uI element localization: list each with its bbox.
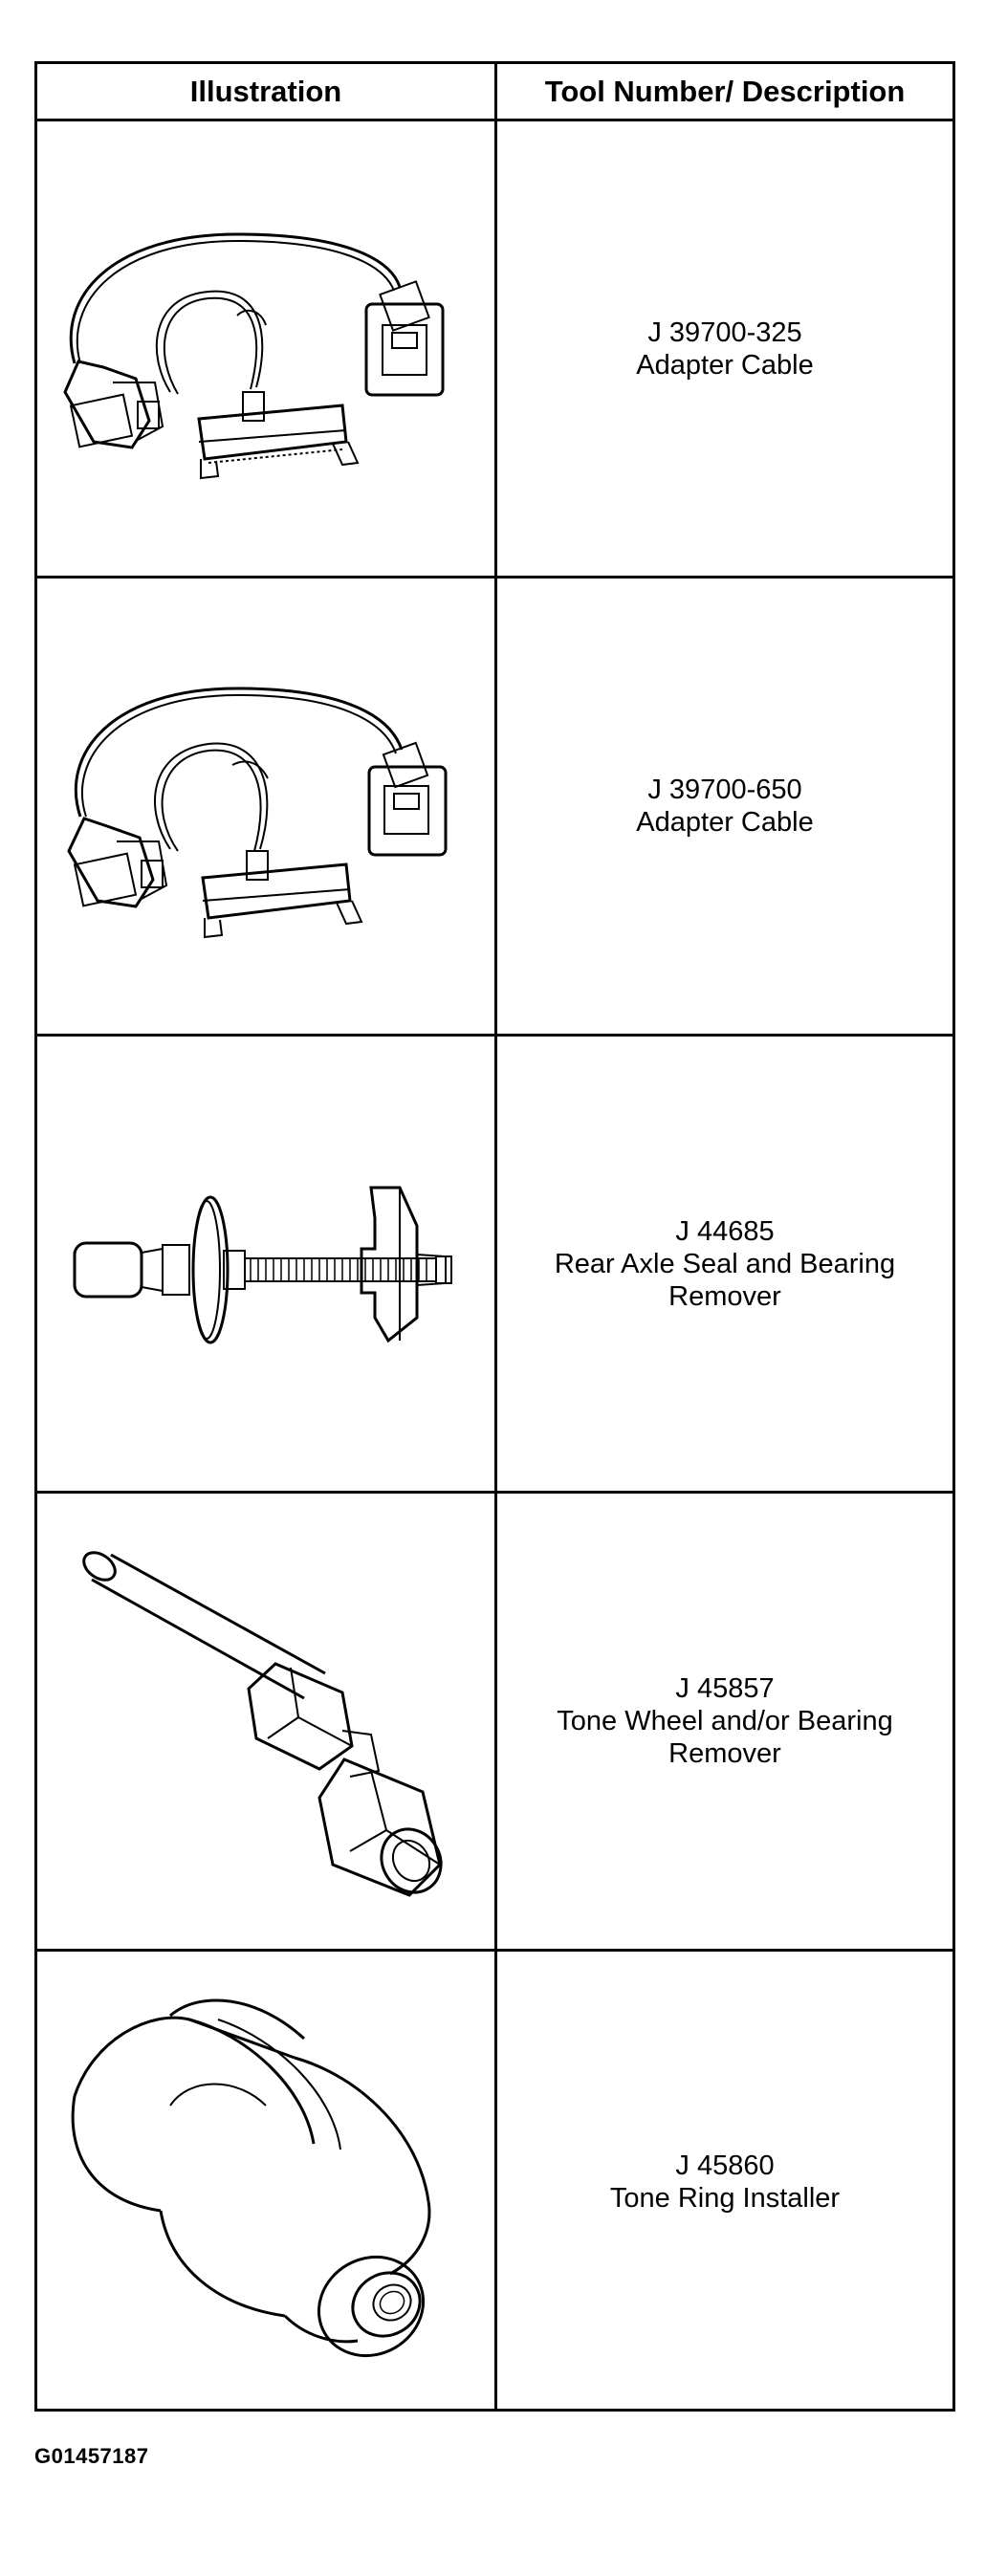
row-divider <box>37 1491 952 1494</box>
row-divider <box>37 1949 952 1952</box>
tool-description: Tone Ring Installer <box>609 2182 841 2214</box>
tool-description-line2: Remover <box>668 1280 781 1312</box>
adapter-cable-icon <box>55 191 476 507</box>
table-row-description: J 39700-650 Adapter Cable <box>497 579 952 1034</box>
table-row-description: J 45857 Tone Wheel and/or Bearing Remove… <box>497 1494 952 1949</box>
row-divider <box>37 119 952 121</box>
tool-description: Adapter Cable <box>636 349 814 381</box>
row-divider <box>37 1034 952 1037</box>
tool-number: J 45857 <box>675 1673 775 1704</box>
row-divider <box>37 576 952 579</box>
seal-bearing-remover-icon <box>55 1149 476 1379</box>
table-row-illustration <box>37 121 494 576</box>
table-row-description: J 45860 Tone Ring Installer <box>497 1952 952 2412</box>
column-divider <box>494 64 497 2409</box>
table-row-illustration <box>37 1037 494 1491</box>
tool-description: Adapter Cable <box>636 807 814 838</box>
header-tool-description: Tool Number/ Description <box>544 74 906 108</box>
figure-id: G01457187 <box>34 2444 149 2468</box>
table-row-description: J 44685 Rear Axle Seal and Bearing Remov… <box>497 1037 952 1491</box>
table-row-illustration <box>37 1494 494 1949</box>
tone-wheel-remover-icon <box>55 1520 476 1922</box>
table-row-illustration <box>37 579 494 1034</box>
tool-description: Rear Axle Seal and Bearing <box>554 1248 896 1279</box>
adapter-cable-icon <box>55 648 476 964</box>
tool-description: Tone Wheel and/or Bearing <box>557 1706 893 1736</box>
tool-description-line2: Remover <box>668 1738 781 1769</box>
table-row-illustration <box>37 1952 494 2412</box>
table-row-description: J 39700-325 Adapter Cable <box>497 121 952 576</box>
header-illustration: Illustration <box>189 74 342 108</box>
tool-number: J 39700-650 <box>647 775 802 805</box>
tool-number: J 45860 <box>675 2150 775 2181</box>
tone-ring-installer-icon <box>55 1981 476 2383</box>
tool-number: J 39700-325 <box>647 317 802 348</box>
tool-number: J 44685 <box>675 1215 775 1247</box>
tool-table: Illustration Tool Number/ Description <box>34 61 955 2412</box>
